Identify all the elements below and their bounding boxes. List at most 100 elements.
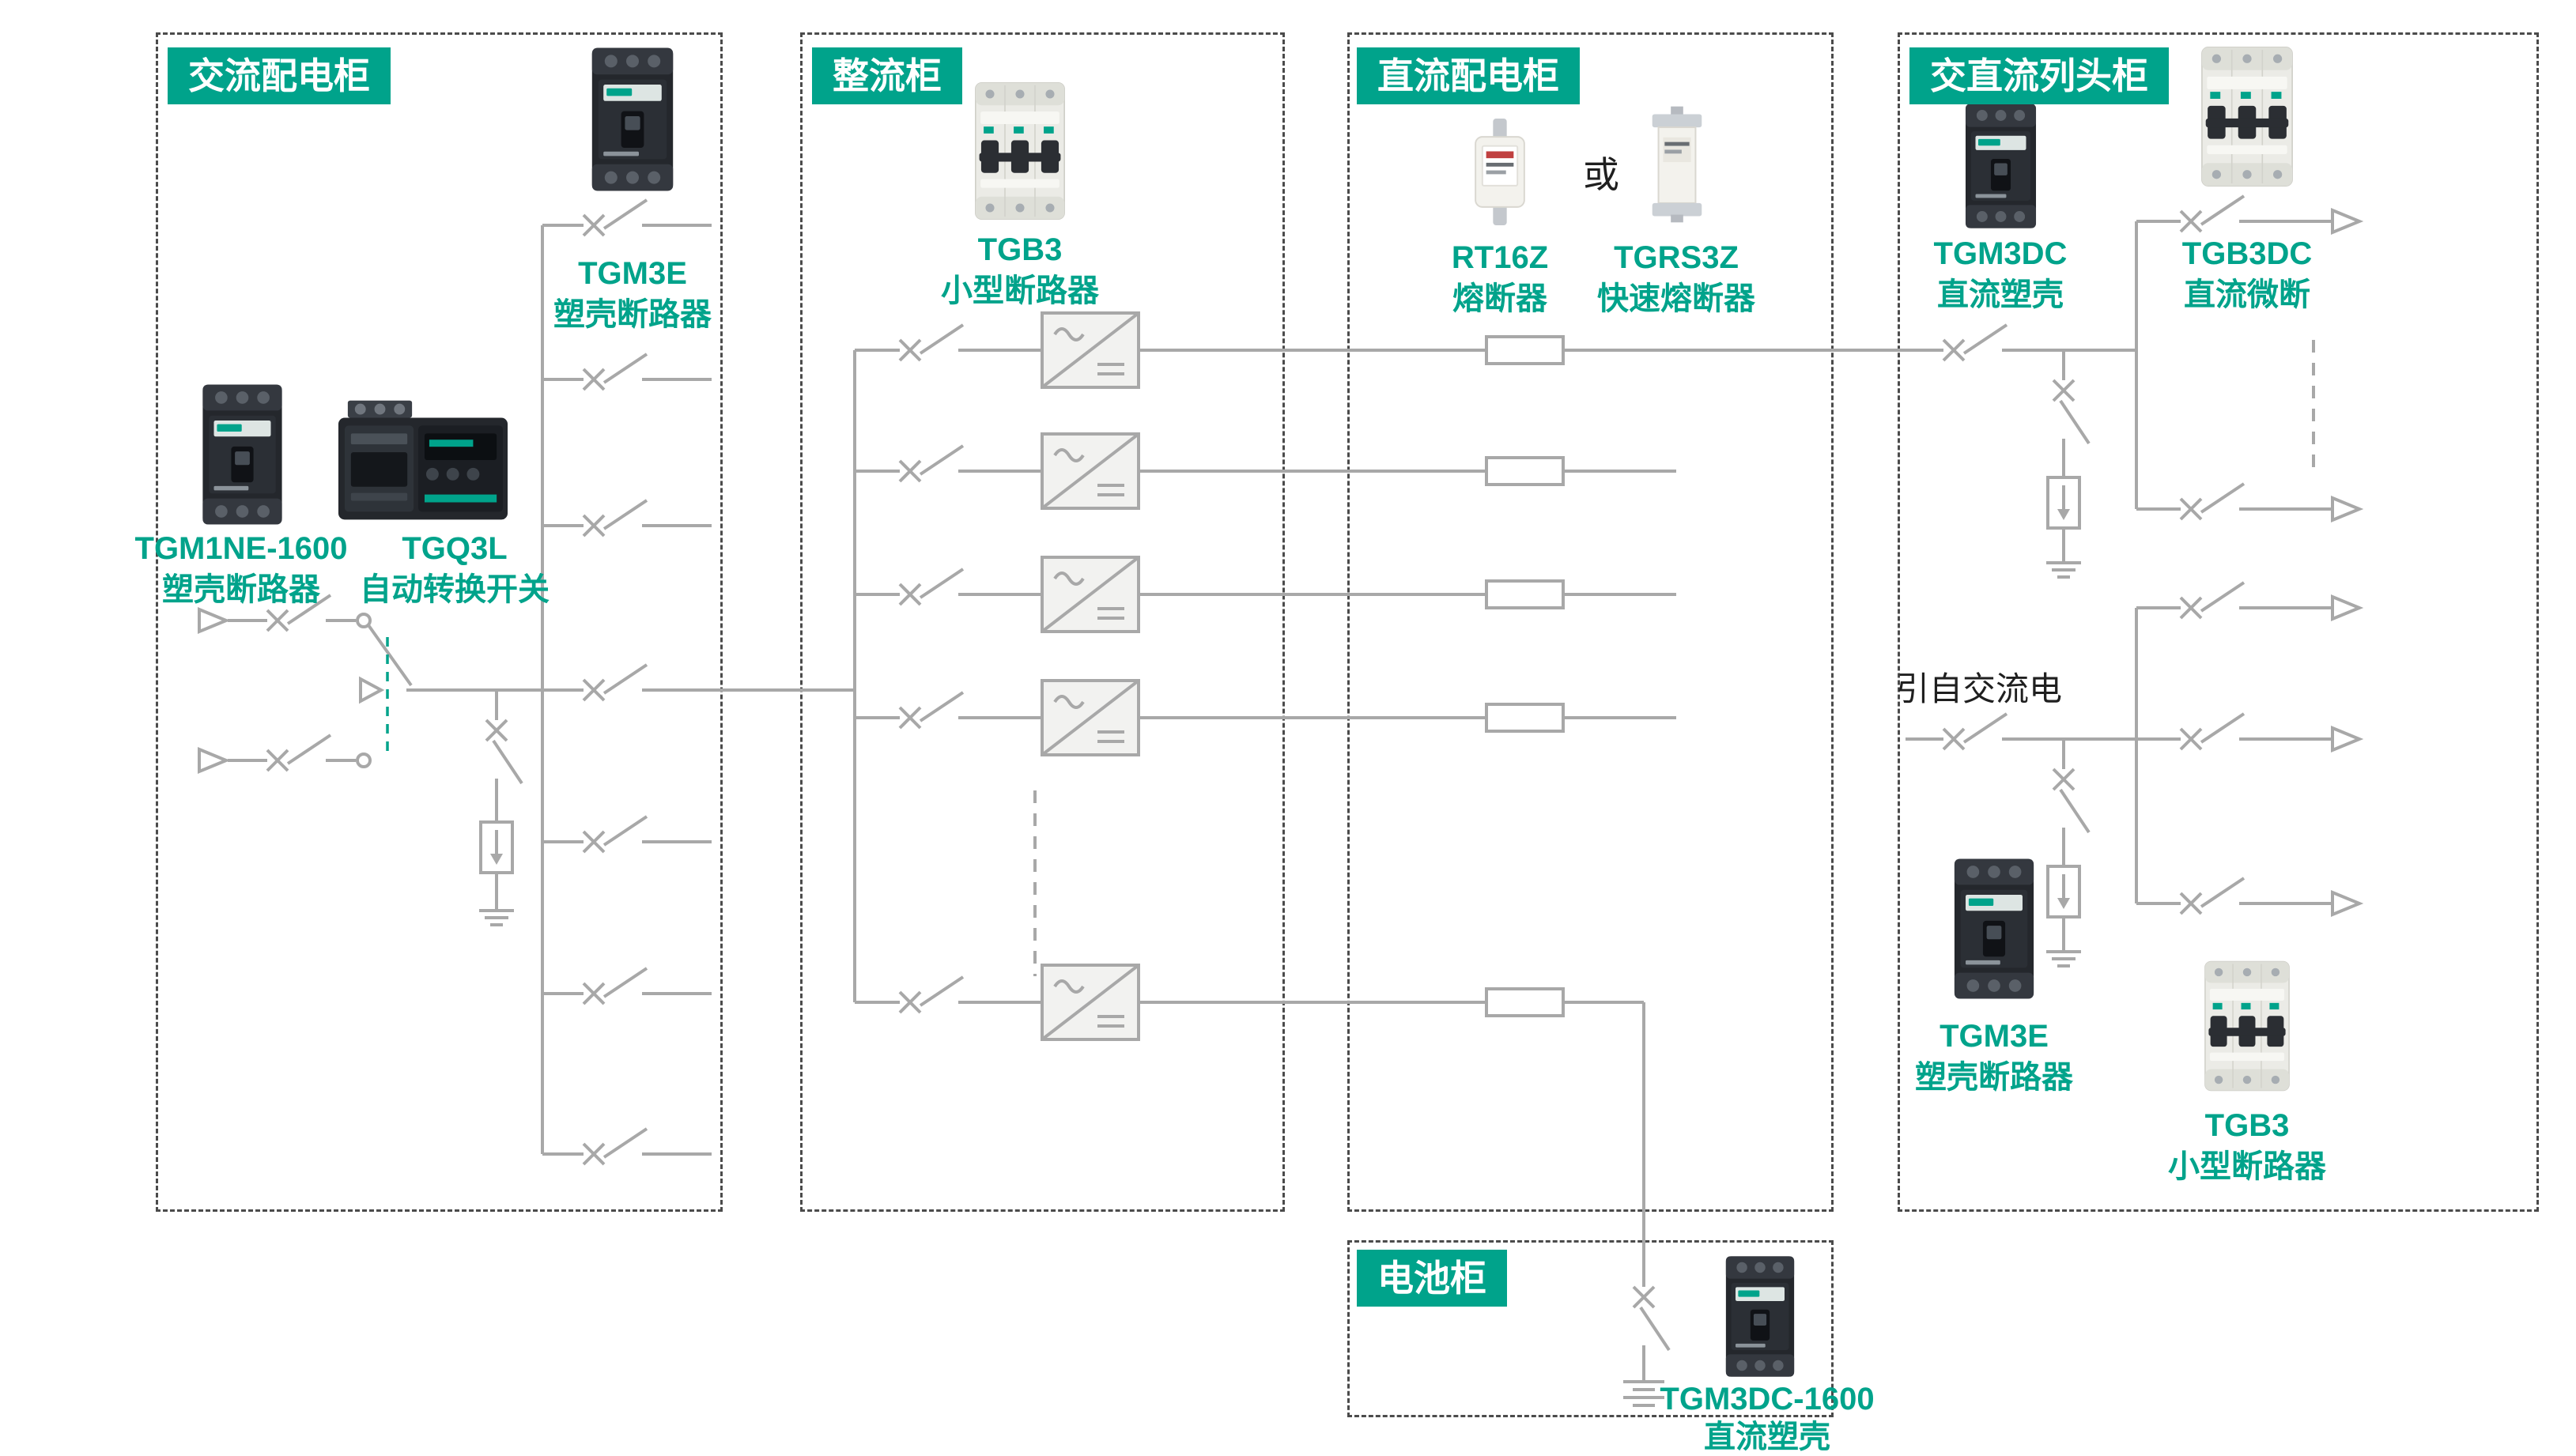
fuse-icon [1485,703,1565,733]
product-desc: 直流塑壳 [1936,277,2064,312]
photo-rt16z [1469,119,1531,225]
cabinet-dc-title: 直流配电柜 [1357,47,1580,104]
product-desc: 小型断路器 [941,273,1099,308]
rectifier-module-icon [1041,556,1140,633]
breaker-icon [485,688,523,810]
cabinet-battery-title: 电池柜 [1357,1250,1507,1307]
product-desc: 快速熔断器 [1597,281,1755,316]
fuse-icon [1485,987,1565,1017]
rectifier-module-icon [1041,311,1140,389]
photo-tgm3dc [1947,103,2054,229]
product-model: TGM3E [578,256,687,291]
breaker-icon [2052,737,2091,859]
spd-icon [2046,865,2081,918]
ac-branch-3 [2136,877,2361,916]
dc-branch-1 [2136,194,2361,234]
product-model: TGB3 [2204,1108,2290,1143]
product-model: TGB3DC [2181,236,2313,271]
product-model: TGB3 [977,232,1063,267]
breaker-icon [552,663,674,702]
rectifier-cabinet-wiring [853,311,1486,1041]
label-tgm1ne1600: TGM1NE-1600 塑壳断路器 [135,528,348,610]
rectifier-module-icon [1041,432,1140,510]
breaker-icon [1912,712,2034,751]
photo-tgb3-rect [965,79,1075,223]
ground-icon [2045,552,2083,579]
fuse-icon [1485,456,1565,486]
product-model: RT16Z [1451,240,1549,275]
product-desc: 直流塑壳 [1703,1420,1830,1454]
label-rt16z: RT16Z 熔断器 [1452,237,1548,319]
product-desc: 塑壳断路器 [1915,1060,2073,1095]
rowhead-cabinet-wiring [1906,194,2361,968]
cabinet-rowhead-title: 交直流列头柜 [1909,47,2169,104]
cabinet-dc-box [1347,32,1834,1212]
photo-tgq3l [337,395,509,526]
rectifier-row-3 [855,556,1486,633]
breaker-icon [1912,323,2034,362]
ac-feeders [542,198,712,1166]
rectifier-module-icon [1041,679,1140,756]
load-arrow-icon [2331,209,2361,234]
product-model: TGQ3L [402,531,508,566]
rectifier-row-n [855,964,1486,1041]
dc-cabinet-wiring [1485,335,1913,1257]
photo-tgm3dc1600 [1709,1255,1811,1378]
load-arrow-icon [2331,891,2361,916]
product-model: TGM3DC-1600 [1660,1382,1875,1416]
spd-branch [478,688,523,926]
supply-arrow-icon [198,608,228,633]
photo-tgm3e-ac [588,41,677,198]
load-arrow-icon [2331,496,2361,522]
product-model: TGM3DC [1933,236,2068,271]
dc-branch-n [2136,482,2361,522]
or-text: 或 [1583,154,1619,195]
ground-icon [2045,941,2083,968]
dc-spd-branch [2045,349,2091,579]
load-arrow-icon [2331,726,2361,752]
product-desc: 熔断器 [1452,281,1547,316]
rectifier-module-icon [1041,964,1140,1041]
breaker-icon [2052,349,2091,470]
product-desc: 塑壳断路器 [553,297,712,332]
photo-tgm3e-rowhead [1939,858,2049,1000]
breaker-icon [236,734,357,772]
product-model: TGM3E [1940,1019,2049,1054]
rectifier-row-2 [855,432,1486,510]
ac-branch-1 [2136,581,2361,620]
breaker-icon [1632,1255,1671,1377]
label-tgm3dc1600: TGM3DC-1600 直流塑壳 [1660,1380,1874,1456]
fuse-icon [1485,335,1565,365]
ac-spd-branch [2045,737,2091,968]
product-model: TGRS3Z [1614,240,1739,275]
cabinet-rectifier-title: 整流柜 [812,47,962,104]
battery-icon [1622,1380,1666,1407]
ground-icon [478,900,516,926]
label-tgq3l: TGQ3L 自动转换开关 [360,528,550,610]
from-ac-text: 引自交流电 [1896,670,2063,707]
label-tgm3e-rowhead: TGM3E 塑壳断路器 [1915,1016,2073,1098]
product-model: TGM1NE-1600 [134,531,348,566]
product-desc: 小型断路器 [2168,1149,2326,1184]
product-desc: 塑壳断路器 [161,572,320,607]
label-tgrs3z: TGRS3Z 快速熔断器 [1597,237,1755,319]
cabinet-ac-title: 交流配电柜 [168,47,391,104]
label-tgm3dc: TGM3DC 直流塑壳 [1934,233,2068,315]
cabinet-rowhead-box [1898,32,2539,1212]
load-arrow-icon [2331,595,2361,620]
supply-arrow-icon [198,748,228,773]
spd-icon [479,820,514,874]
photo-tgm1ne1600 [181,383,304,526]
label-tgb3-rowhead: TGB3 小型断路器 [2168,1105,2326,1187]
rectifier-row-4 [855,679,1486,756]
cabinet-battery-box [1347,1240,1834,1417]
product-desc: 直流微断 [2183,277,2310,312]
spd-icon [2046,476,2081,530]
battery-cabinet-wiring [1622,1255,1671,1407]
fuse-icon [1485,579,1565,609]
cabinet-ac-box [156,32,723,1212]
ats-icon [359,624,413,751]
product-desc: 自动转换开关 [360,572,550,607]
